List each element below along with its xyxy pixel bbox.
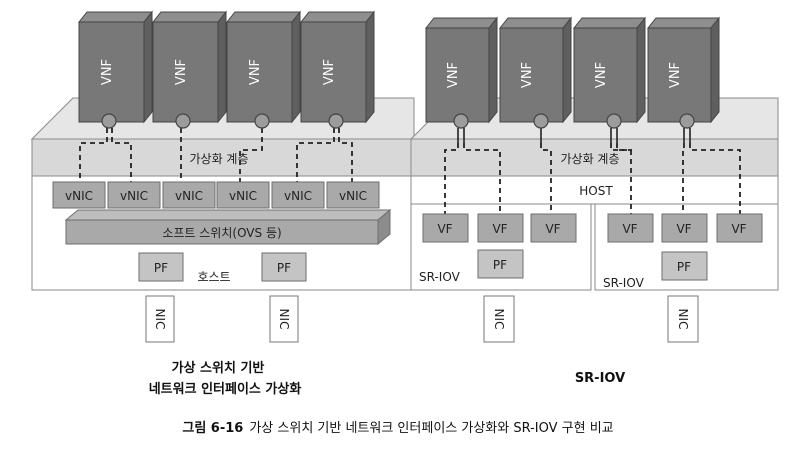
right-pf-1 [477, 249, 524, 279]
left-vnic-2 [107, 181, 161, 209]
left-vnic-1-label: vNIC [65, 189, 93, 203]
left-host-label: 호스트 [197, 270, 230, 284]
right-vf-2 [477, 213, 524, 243]
right-vf-1-label: VF [437, 222, 452, 236]
left-vswitch [65, 219, 379, 245]
left-diagram: 가상화 계층 VNF VNF VNF VNF [30, 10, 415, 397]
left-vnf-1: VNF [77, 10, 154, 124]
left-vnf-1-port [101, 113, 117, 129]
right-vnf-1-port [453, 113, 469, 129]
left-vnf-2-port [175, 113, 191, 129]
left-vswitch-top [64, 209, 392, 221]
left-vnf-3-label: VNF [248, 59, 263, 85]
right-caption: SR-IOV [575, 371, 625, 386]
left-vnic-2-label: vNIC [120, 189, 148, 203]
left-caption-line1: 가상 스위치 기반 [172, 360, 265, 376]
right-stub-1 [457, 128, 465, 143]
right-vf-2-label: VF [492, 222, 507, 236]
right-vnf-3-label: VNF [594, 62, 609, 88]
right-vnf-3-port [606, 113, 622, 129]
figure-title: 가상 스위치 기반 네트워크 인터페이스 가상화와 SR-IOV 구현 비교 [249, 421, 613, 436]
right-vnf-4-label: VNF [668, 62, 683, 88]
right-link-2 [540, 143, 552, 214]
right-vnf-4: VNF [646, 16, 721, 124]
left-vnic-4 [216, 181, 270, 209]
left-vnic-3 [162, 181, 216, 209]
left-vnf-3: VNF [225, 10, 302, 124]
left-vnic-5 [271, 181, 325, 209]
right-host-bar [410, 175, 779, 205]
left-vnic-1 [52, 181, 106, 209]
right-vf-3 [530, 213, 577, 243]
right-sriov-label-2: SR-IOV [603, 276, 645, 290]
right-link-4a [682, 143, 685, 214]
left-vnic-6 [326, 181, 380, 209]
left-vnf-4: VNF [299, 10, 376, 124]
right-link-3 [610, 143, 632, 214]
right-vf-5-label: VF [676, 222, 691, 236]
right-link-4b [689, 143, 741, 214]
right-virt-layer-label: 가상화 계층 [560, 152, 619, 166]
right-nic-1 [483, 295, 515, 343]
left-vnic-5-label: vNIC [284, 189, 312, 203]
left-nic-1 [145, 295, 175, 343]
left-link-1a [79, 128, 108, 182]
right-vf-3-label: VF [545, 222, 560, 236]
right-vf-5 [661, 213, 708, 243]
right-vf-1 [422, 213, 469, 243]
left-vnic-6-label: vNIC [339, 189, 367, 203]
left-nic-2 [269, 295, 299, 343]
right-pf-1-label: PF [493, 258, 507, 272]
left-virt-layer-label: 가상화 계층 [189, 152, 248, 166]
right-vnf-2: VNF [498, 16, 573, 124]
right-vf-6 [716, 213, 763, 243]
left-link-3 [239, 128, 263, 182]
right-stub-3 [610, 128, 618, 143]
left-vnf-2-label: VNF [174, 59, 189, 85]
right-virt-layer [410, 138, 779, 177]
left-vswitch-side [377, 208, 391, 246]
left-vnf-4-port [328, 113, 344, 129]
left-nic-1-label: NIC [153, 309, 167, 330]
right-sriov-label-1: SR-IOV [419, 270, 461, 284]
left-pf-1 [138, 252, 184, 282]
right-vnf-2-label: VNF [520, 62, 535, 88]
left-virt-layer [31, 138, 415, 177]
left-vnic-4-label: vNIC [229, 189, 257, 203]
right-nic-2-label: NIC [676, 309, 690, 330]
figure-caption: 그림 6-16 가상 스위치 기반 네트워크 인터페이스 가상화와 SR-IOV … [182, 421, 613, 436]
right-vnf-4-port [679, 113, 695, 129]
right-nic-1-label: NIC [492, 309, 506, 330]
left-vnic-3-label: vNIC [175, 189, 203, 203]
right-link-3b [616, 143, 632, 151]
right-nic-2 [667, 295, 699, 343]
left-link-4b [338, 128, 353, 182]
left-pf-2 [261, 252, 307, 282]
right-link-1a [444, 143, 459, 214]
right-vnf-2-port [533, 113, 549, 129]
left-nic-2-label: NIC [277, 309, 291, 330]
right-host-label: HOST [579, 184, 613, 198]
right-link-1b [463, 143, 501, 214]
left-vnf-1-label: VNF [100, 59, 115, 85]
right-stub-4 [683, 128, 691, 143]
left-vnf-3-port [254, 113, 270, 129]
right-pf-2-label: PF [677, 260, 691, 274]
right-vnf-3: VNF [572, 16, 647, 124]
right-vf-4 [607, 213, 654, 243]
right-vf-4-label: VF [622, 222, 637, 236]
right-diagram: 가상화 계층 HOST VNF VNF VNF VNF [409, 16, 779, 386]
left-pf-1-label: PF [154, 261, 168, 275]
left-vnf-2: VNF [151, 10, 228, 124]
right-vnf-1: VNF [424, 16, 499, 124]
left-pf-2-label: PF [277, 261, 291, 275]
left-vnf-4-label: VNF [322, 59, 337, 85]
figure-number: 그림 6-16 [182, 421, 243, 436]
left-vswitch-label: 소프트 스위치(OVS 등) [162, 226, 281, 240]
right-pf-2 [661, 251, 708, 281]
right-vnf-1-label: VNF [446, 62, 461, 88]
left-caption-line2: 네트워크 인터페이스 가상화 [149, 381, 302, 397]
right-vf-6-label: VF [731, 222, 746, 236]
